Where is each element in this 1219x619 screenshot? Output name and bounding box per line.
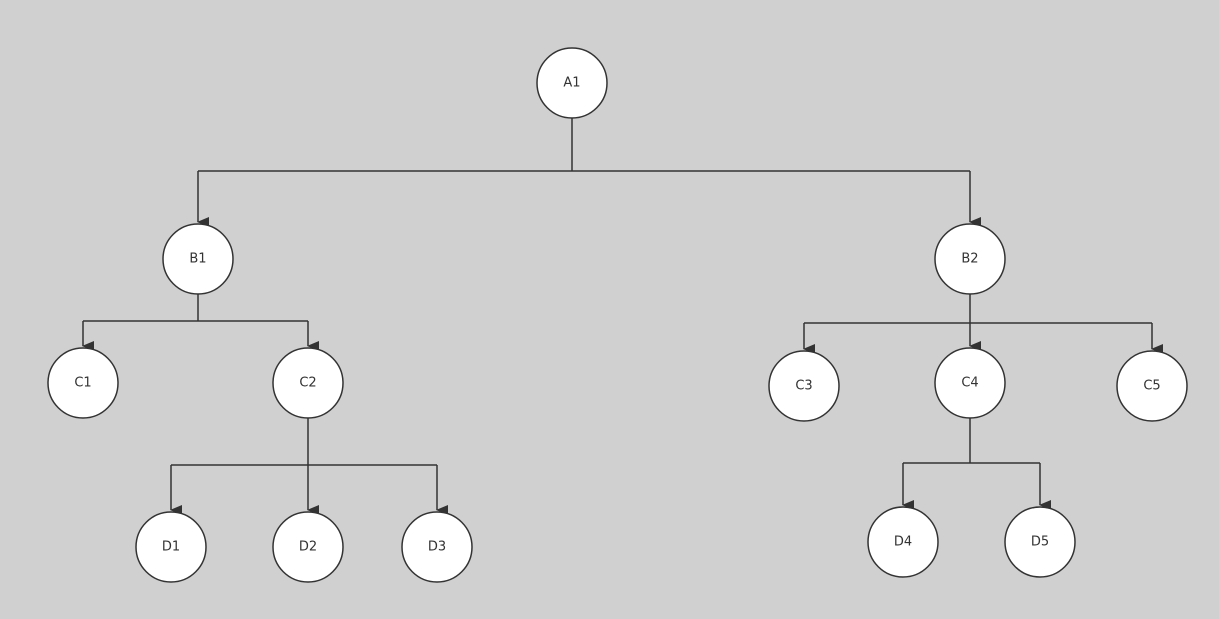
node-d3-label: D3 (428, 540, 446, 555)
node-c4-label: C4 (961, 376, 978, 391)
node-b2-label: B2 (961, 252, 978, 267)
node-c1[interactable] (47, 347, 119, 419)
node-d3[interactable] (401, 511, 473, 583)
node-d2-label: D2 (299, 540, 317, 555)
node-d4[interactable] (867, 506, 939, 578)
node-d5-label: D5 (1031, 535, 1049, 550)
node-d1[interactable] (135, 511, 207, 583)
node-c3-label: C3 (795, 379, 812, 394)
node-c1-label: C1 (74, 376, 91, 391)
node-a1-label: A1 (563, 76, 580, 91)
node-c3[interactable] (768, 350, 840, 422)
node-d2[interactable] (272, 511, 344, 583)
node-d1-label: D1 (162, 540, 180, 555)
node-b1-label: B1 (189, 252, 206, 267)
node-b1[interactable] (162, 223, 234, 295)
node-b2[interactable] (934, 223, 1006, 295)
node-c2[interactable] (272, 347, 344, 419)
node-c5-label: C5 (1143, 379, 1160, 394)
node-c2-label: C2 (299, 376, 316, 391)
node-a1[interactable] (536, 47, 608, 119)
node-d4-label: D4 (894, 535, 912, 550)
node-d5[interactable] (1004, 506, 1076, 578)
node-c5[interactable] (1116, 350, 1188, 422)
node-c4[interactable] (934, 347, 1006, 419)
